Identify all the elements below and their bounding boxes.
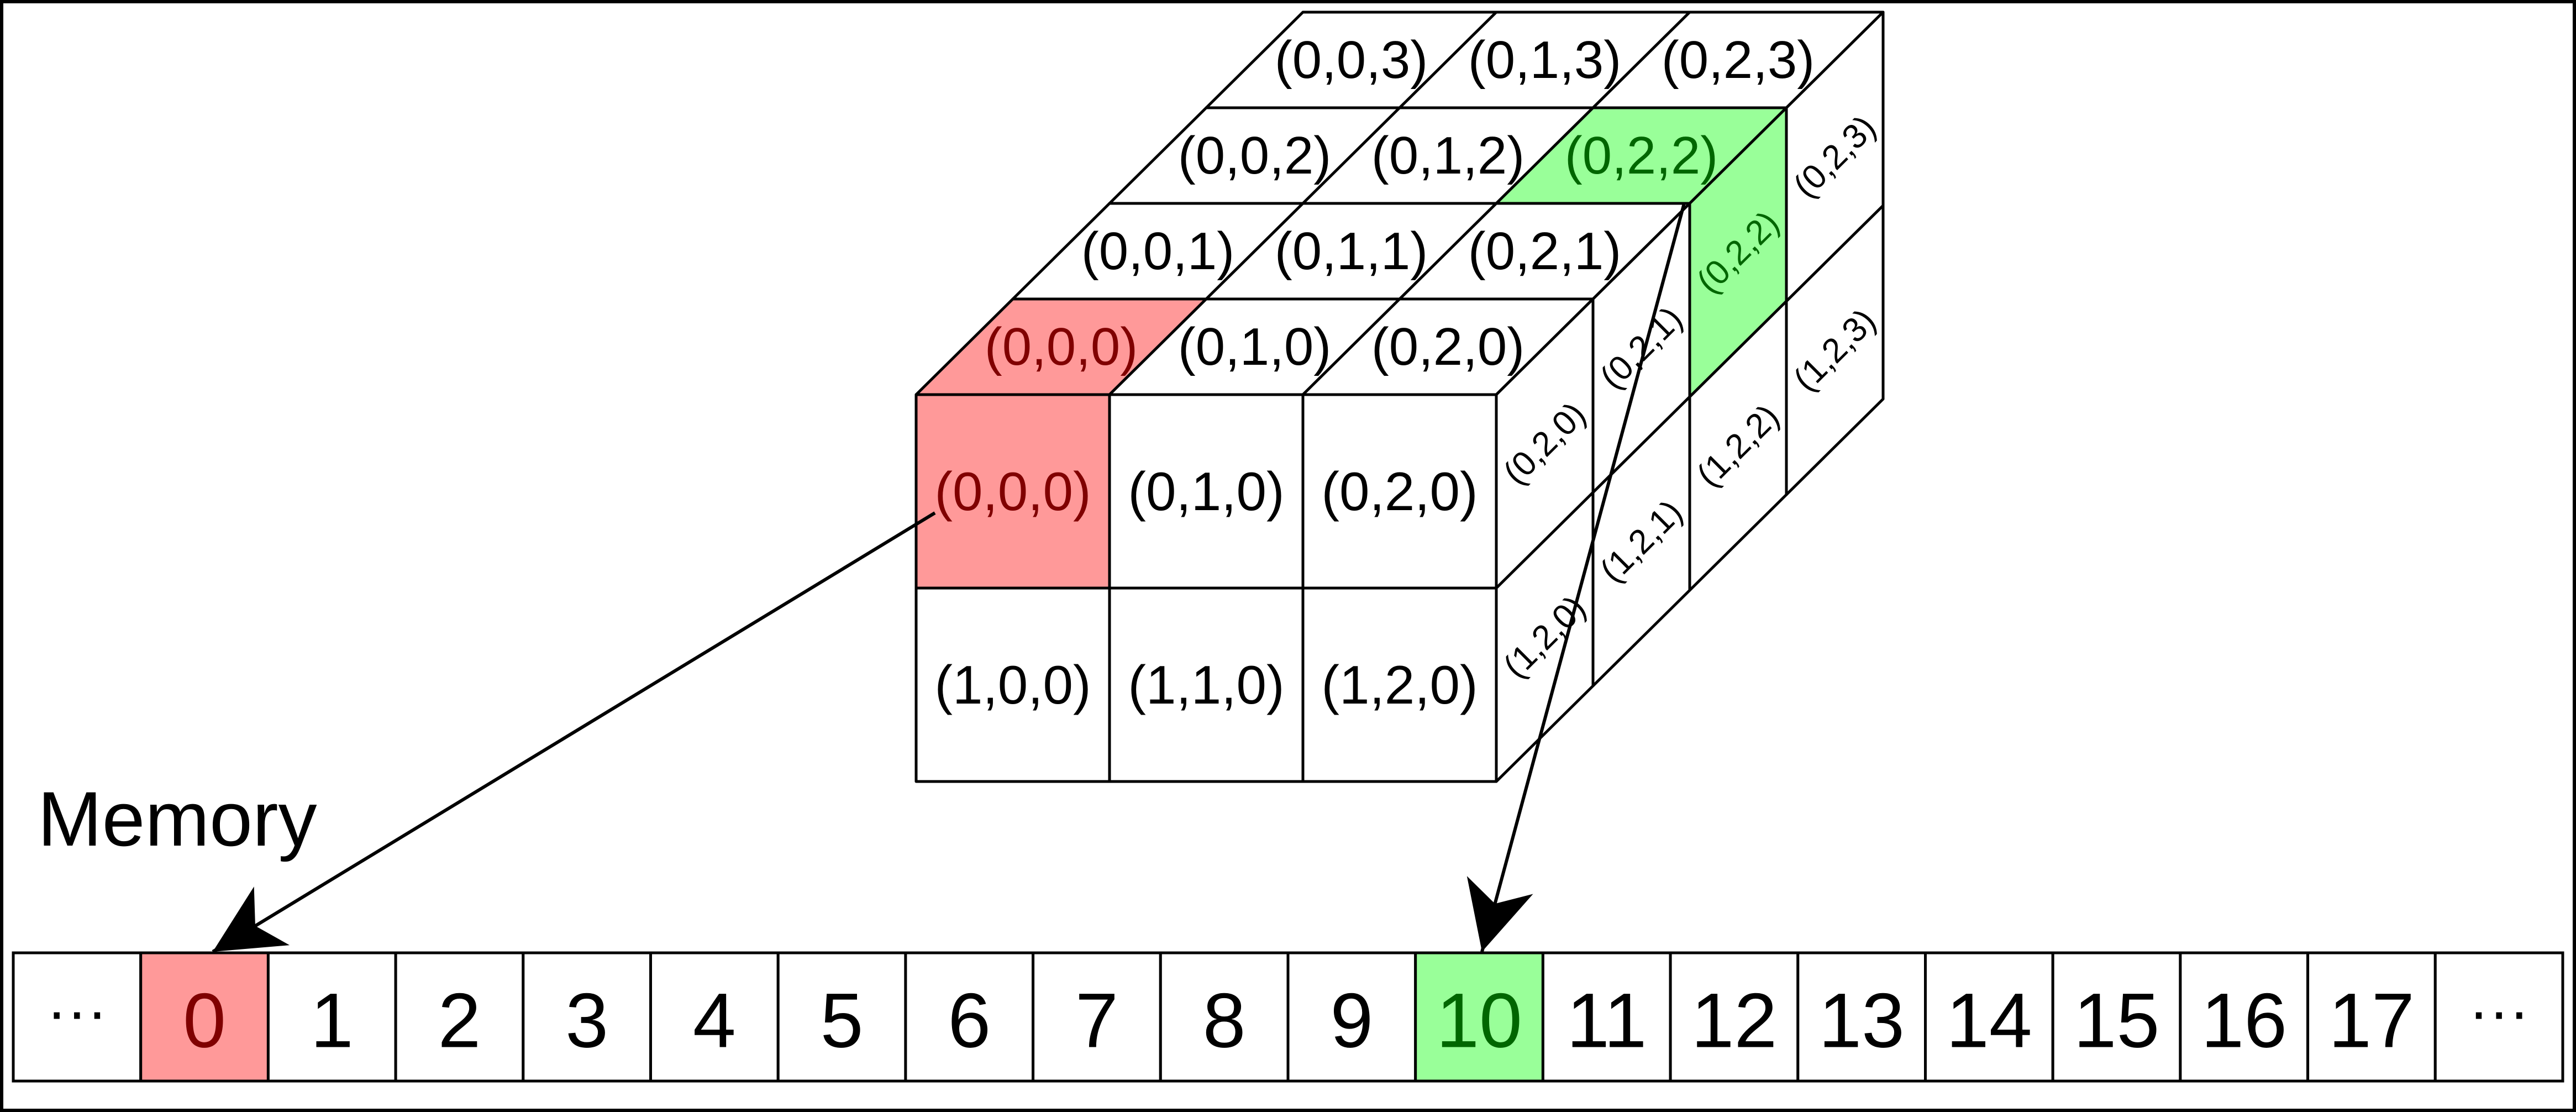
memory-cell	[1032, 951, 1162, 1083]
memory-cell-label: 7	[1075, 977, 1118, 1064]
memory-label: Memory	[38, 775, 317, 862]
arrow-red-line	[212, 511, 936, 953]
memory-cell	[139, 951, 270, 1083]
memory-cell	[1159, 951, 1290, 1083]
tensor-cube: (0,0,0) (0,1,0) (0,2,0) (1,0,0) (1,1,0) (1,2,…	[914, 11, 1885, 783]
memory-cell	[776, 951, 907, 1083]
arrow-green-line	[1480, 203, 1686, 952]
memory-cell-label: 9	[1330, 977, 1373, 1064]
top-cell-label: (0,1,1)	[1275, 222, 1428, 281]
memory-cell	[649, 951, 780, 1083]
memory-cell-label: ···	[2469, 978, 2530, 1046]
memory-cell-label: 0	[183, 977, 226, 1064]
memory-cell-label: 12	[1691, 977, 1778, 1064]
memory-cell-label: 6	[948, 977, 991, 1064]
top-cell-label: (0,0,2)	[1178, 126, 1331, 185]
top-cell-label: (0,2,1)	[1468, 222, 1621, 281]
top-cell-label: (0,2,3)	[1662, 30, 1815, 90]
arrow-green-head	[1466, 876, 1533, 952]
memory-cell	[2306, 951, 2437, 1083]
front-cell-label: (1,1,0)	[1128, 654, 1284, 715]
memory-cell	[2433, 951, 2564, 1083]
memory-cell-label: 15	[2074, 977, 2160, 1064]
top-cell-label: (0,0,0)	[985, 317, 1138, 376]
memory-cell-label: 2	[438, 977, 481, 1064]
memory-cell	[1414, 951, 1544, 1083]
memory-cell-label: 4	[693, 977, 736, 1064]
memory-cell-label: 8	[1203, 977, 1246, 1064]
top-cell-label: (0,1,3)	[1468, 30, 1621, 90]
memory-cell-label: 13	[1818, 977, 1905, 1064]
top-cell-label: (0,1,0)	[1178, 317, 1331, 376]
front-cell-label: (0,0,0)	[934, 461, 1091, 522]
memory-cell-label: 1	[311, 977, 354, 1064]
front-cell-label: (0,1,0)	[1128, 461, 1284, 522]
memory-cell	[394, 951, 525, 1083]
memory-cell-label: 10	[1436, 977, 1522, 1064]
top-cell-label: (0,0,1)	[1081, 222, 1234, 281]
top-cell-label: (0,2,0)	[1371, 317, 1524, 376]
memory-cell-label: 14	[1946, 977, 2032, 1064]
memory-cell	[2179, 951, 2310, 1083]
memory-cell-label: 11	[1566, 977, 1647, 1064]
memory-cell	[1286, 951, 1417, 1083]
front-cell-label: (1,0,0)	[934, 654, 1091, 715]
memory-cell	[522, 951, 652, 1083]
memory-cell-label: 3	[565, 977, 608, 1064]
top-cell-label: (0,0,3)	[1275, 30, 1428, 90]
top-cell-label: (0,2,2)	[1565, 126, 1718, 185]
memory-cell-label: 16	[2201, 977, 2287, 1064]
memory-cell	[904, 951, 1035, 1083]
side-cell	[1785, 204, 1885, 496]
memory-cell	[1541, 951, 1672, 1083]
arrows	[212, 203, 1686, 953]
front-cell-label: (1,2,0)	[1321, 654, 1478, 715]
memory-cell	[2051, 951, 2182, 1083]
memory-cell-label: 5	[821, 977, 864, 1064]
top-cell-label: (0,1,2)	[1371, 126, 1524, 185]
memory-cell-label: 17	[2328, 977, 2415, 1064]
arrow-red-head	[213, 887, 290, 952]
memory-cell-label: ···	[46, 978, 107, 1046]
memory-cell	[1796, 951, 1927, 1083]
front-cell-label: (0,2,0)	[1321, 461, 1478, 522]
memory-cell	[266, 951, 397, 1083]
